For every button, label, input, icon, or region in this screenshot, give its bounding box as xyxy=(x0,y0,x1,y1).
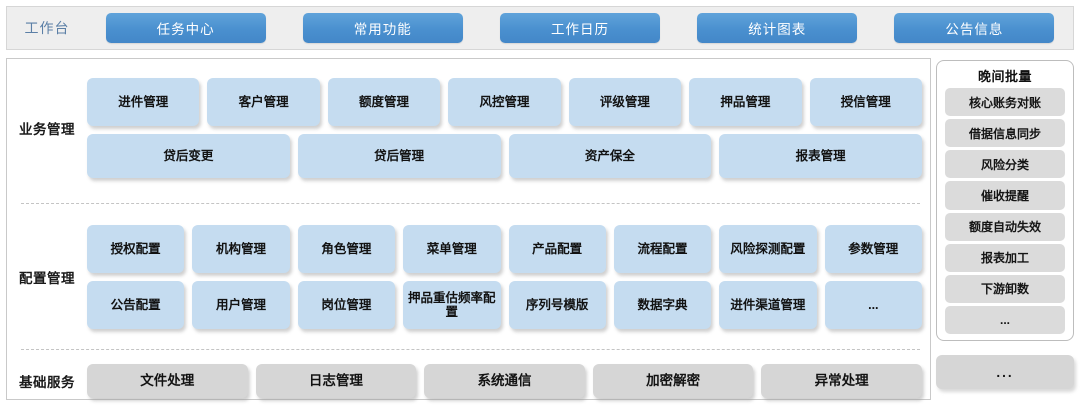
tile-encryption-decryption[interactable]: 加密解密 xyxy=(592,364,754,398)
tile-announcement-config[interactable]: 公告配置 xyxy=(87,280,185,329)
tab-slot: 常用功能 xyxy=(284,13,481,43)
tile-role-management[interactable]: 角色管理 xyxy=(297,224,396,273)
tile-menu-management[interactable]: 菜单管理 xyxy=(403,224,501,273)
tile-product-config[interactable]: 产品配置 xyxy=(508,224,606,273)
section-label-business: 业务管理 xyxy=(19,121,75,137)
tab-common-functions[interactable]: 常用功能 xyxy=(302,13,463,43)
tile-collateral-revaluation-frequency-config[interactable]: 押品重估频率配置 xyxy=(403,280,501,329)
config-row-1: 授权配置 机构管理 角色管理 菜单管理 产品配置 流程配置 风险探测配置 参数管… xyxy=(87,224,922,273)
business-row-1: 进件管理 客户管理 额度管理 风控管理 评级管理 押品管理 授信管理 xyxy=(87,77,922,126)
section-rows-business: 进件管理 客户管理 额度管理 风控管理 评级管理 押品管理 授信管理 贷后变更 … xyxy=(87,77,930,178)
night-item-more[interactable]: ... xyxy=(945,305,1065,334)
tile-data-dictionary[interactable]: 数据字典 xyxy=(613,280,712,329)
night-item-risk-classification[interactable]: 风险分类 xyxy=(945,150,1065,179)
tile-post-loan-change[interactable]: 贷后变更 xyxy=(87,133,290,178)
workbench-label: 工作台 xyxy=(24,20,70,36)
business-row-2: 贷后变更 贷后管理 资产保全 报表管理 xyxy=(87,133,922,178)
night-batch-panel: 晚间批量 核心账务对账 借据信息同步 风险分类 催收提醒 额度自动失效 报表加工… xyxy=(936,60,1074,341)
tile-process-config[interactable]: 流程配置 xyxy=(613,224,712,273)
section-divider-1 xyxy=(21,203,920,204)
night-item-downstream-unload[interactable]: 下游卸数 xyxy=(945,274,1065,303)
tile-position-management[interactable]: 岗位管理 xyxy=(297,280,396,329)
section-business-management: 业务管理 进件管理 客户管理 额度管理 风控管理 评级管理 押品管理 授信管理 … xyxy=(7,59,930,196)
tile-log-management[interactable]: 日志管理 xyxy=(255,364,417,398)
tile-asset-preservation[interactable]: 资产保全 xyxy=(508,133,712,178)
section-rows-config: 授权配置 机构管理 角色管理 菜单管理 产品配置 流程配置 风险探测配置 参数管… xyxy=(87,224,930,329)
tile-system-communication[interactable]: 系统通信 xyxy=(424,364,585,398)
night-item-report-processing[interactable]: 报表加工 xyxy=(945,243,1065,272)
tile-file-processing[interactable]: 文件处理 xyxy=(87,364,248,398)
tile-exception-handling[interactable]: 异常处理 xyxy=(761,364,922,398)
section-rows-basic: 文件处理 日志管理 系统通信 加密解密 异常处理 xyxy=(87,364,930,398)
basic-row-1: 文件处理 日志管理 系统通信 加密解密 异常处理 xyxy=(87,364,922,398)
section-divider-2 xyxy=(21,349,920,350)
tile-incoming-channel-management[interactable]: 进件渠道管理 xyxy=(719,280,817,329)
config-row-2: 公告配置 用户管理 岗位管理 押品重估频率配置 序列号模版 数据字典 进件渠道管… xyxy=(87,280,922,329)
section-label-config: 配置管理 xyxy=(19,270,75,286)
section-config-management: 配置管理 授权配置 机构管理 角色管理 菜单管理 产品配置 流程配置 风险探测配… xyxy=(7,211,930,342)
tile-incoming-management[interactable]: 进件管理 xyxy=(87,77,200,126)
tab-slot: 公告信息 xyxy=(876,13,1073,43)
tile-risk-control-management[interactable]: 风控管理 xyxy=(448,77,561,126)
tile-rating-management[interactable]: 评级管理 xyxy=(568,77,682,126)
header-bar: 工作台 任务中心 常用功能 工作日历 统计图表 公告信息 xyxy=(6,6,1074,50)
night-batch-title: 晚间批量 xyxy=(977,69,1032,84)
tile-collateral-management[interactable]: 押品管理 xyxy=(689,77,802,126)
tile-parameter-management[interactable]: 参数管理 xyxy=(824,224,922,273)
tile-organization-management[interactable]: 机构管理 xyxy=(192,224,290,273)
tile-customer-management[interactable]: 客户管理 xyxy=(207,77,320,126)
section-label-basic: 基础服务 xyxy=(19,375,75,390)
tab-slot: 任务中心 xyxy=(87,13,284,43)
tab-slot: 工作日历 xyxy=(481,13,678,43)
tile-credit-granting-management[interactable]: 授信管理 xyxy=(809,77,922,126)
basic-services-more-button[interactable]: ... xyxy=(936,355,1074,389)
night-item-auto-limit-expiry[interactable]: 额度自动失效 xyxy=(945,212,1065,241)
module-map-container: 业务管理 进件管理 客户管理 额度管理 风控管理 评级管理 押品管理 授信管理 … xyxy=(6,58,931,400)
tile-serial-number-template[interactable]: 序列号模版 xyxy=(508,280,606,329)
tile-authorization-config[interactable]: 授权配置 xyxy=(87,224,185,273)
night-item-collection-reminder[interactable]: 催收提醒 xyxy=(945,181,1065,210)
tab-work-calendar[interactable]: 工作日历 xyxy=(500,13,660,43)
night-item-loan-receipt-sync[interactable]: 借据信息同步 xyxy=(945,119,1065,148)
header-tab-strip: 任务中心 常用功能 工作日历 统计图表 公告信息 xyxy=(87,7,1073,49)
tile-config-more[interactable]: ... xyxy=(824,280,922,329)
tile-report-management[interactable]: 报表管理 xyxy=(719,133,922,178)
tile-credit-limit-management[interactable]: 额度管理 xyxy=(327,77,441,126)
night-item-core-account-reconciliation[interactable]: 核心账务对账 xyxy=(945,88,1065,117)
tile-user-management[interactable]: 用户管理 xyxy=(192,280,290,329)
section-basic-services: 基础服务 文件处理 日志管理 系统通信 加密解密 异常处理 xyxy=(7,357,930,405)
tab-statistics-chart[interactable]: 统计图表 xyxy=(697,13,858,43)
tab-slot: 统计图表 xyxy=(679,13,876,43)
tab-task-center[interactable]: 任务中心 xyxy=(105,13,266,43)
tile-post-loan-management[interactable]: 贷后管理 xyxy=(297,133,501,178)
tab-announcement[interactable]: 公告信息 xyxy=(894,13,1055,43)
tile-risk-detection-config[interactable]: 风险探测配置 xyxy=(719,224,817,273)
